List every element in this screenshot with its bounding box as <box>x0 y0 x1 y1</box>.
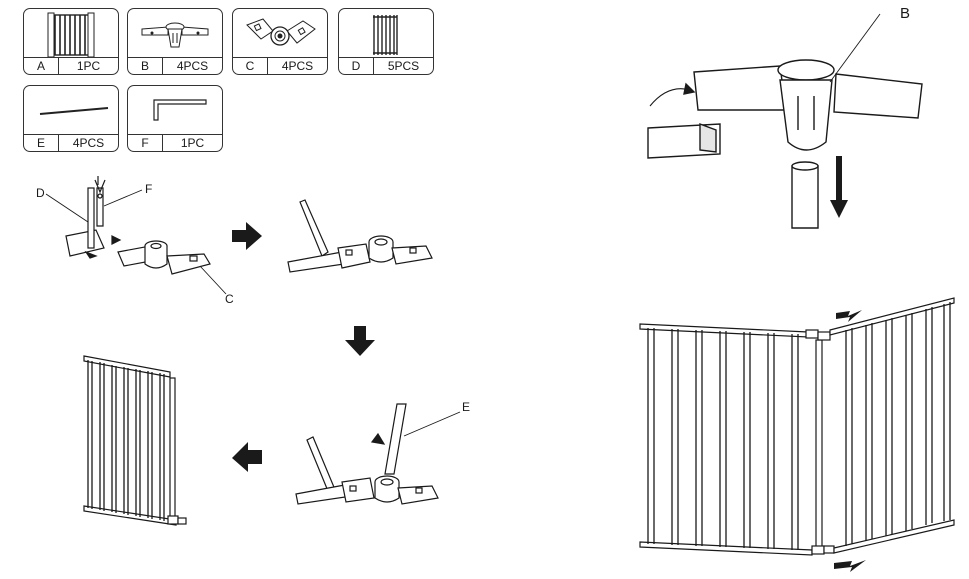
part-quantity: 1PC <box>180 136 205 150</box>
part-quantity: 4PCS <box>176 59 209 73</box>
callout-d: D <box>36 186 45 200</box>
part-box-e: E 4PCS <box>23 85 119 152</box>
hinge-joint-icon <box>246 18 316 46</box>
part-quantity: 5PCS <box>387 59 420 73</box>
part-letter: A <box>24 58 59 74</box>
part-quantity: 4PCS <box>281 59 314 73</box>
corner-assembly <box>639 297 955 556</box>
arrow-left-icon <box>232 442 262 472</box>
step-1-attach-hinge <box>65 176 211 275</box>
callout-e-leader <box>403 411 461 437</box>
step-1-callouts <box>45 189 227 295</box>
part-quantity: 1PC <box>76 59 101 73</box>
callout-e: E <box>462 400 470 414</box>
step-3-insert-rod <box>295 403 439 505</box>
part-letter: D <box>339 58 374 74</box>
step-b-install-connector <box>647 59 923 229</box>
part-box-c: C 4PCS <box>232 8 328 75</box>
arrow-left-small-icon <box>836 310 862 322</box>
callout-f: F <box>145 182 152 196</box>
wall-connector-icon <box>141 22 209 48</box>
arrow-down-thin-icon <box>830 156 848 218</box>
step-2-hinge-attached <box>287 199 433 273</box>
arrow-left-small-icon <box>834 560 866 572</box>
arrow-down-icon <box>345 326 375 356</box>
callout-b-leader <box>829 13 881 83</box>
part-box-f: F 1PC <box>127 85 223 152</box>
fence-panel-icon <box>373 15 398 55</box>
part-letter: E <box>24 135 59 151</box>
gate-panel-icon <box>47 12 95 58</box>
part-box-d: D 5PCS <box>338 8 434 75</box>
callout-c: C <box>225 292 234 306</box>
part-box-a: A 1PC <box>23 8 119 75</box>
arrow-right-icon <box>232 222 262 250</box>
step-4-panel-with-rods <box>83 355 187 526</box>
part-letter: C <box>233 58 268 74</box>
part-box-b: B 4PCS <box>127 8 223 75</box>
callout-b: B <box>900 5 910 22</box>
part-letter: B <box>128 58 163 74</box>
part-letter: F <box>128 135 163 151</box>
connecting-rod-icon <box>39 107 109 115</box>
allen-key-icon <box>153 99 207 121</box>
part-quantity: 4PCS <box>72 136 105 150</box>
